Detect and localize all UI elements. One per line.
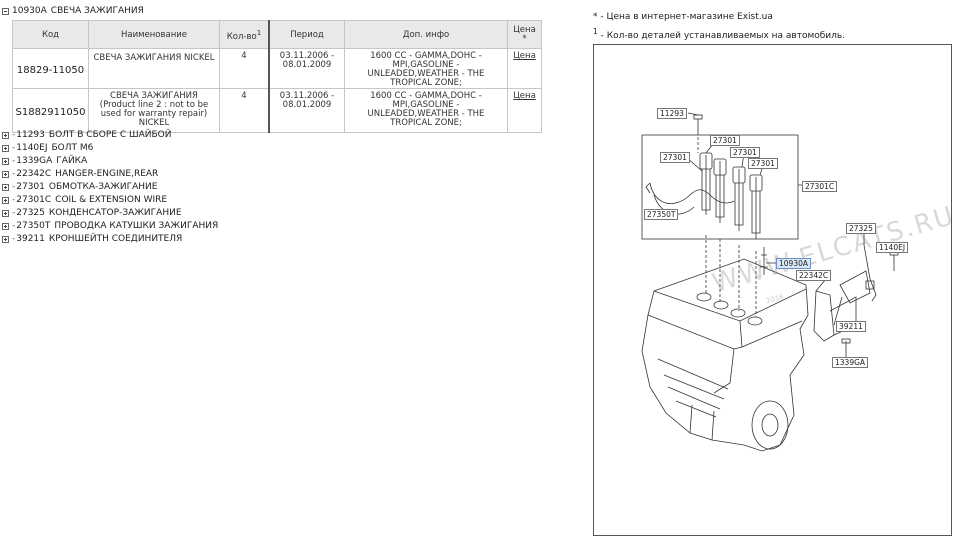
tree-item-name: КОНДЕНСАТОР-ЗАЖИГАНИЕ: [48, 208, 182, 218]
callout-11293[interactable]: 11293: [657, 108, 687, 119]
tree-header-code: 10930A: [12, 6, 47, 16]
row-period: 03.11.2006 - 08.01.2009: [268, 88, 345, 133]
table-row: S1882911050 СВЕЧА ЗАЖИГАНИЯ (Product lin…: [12, 88, 542, 133]
callout-39211[interactable]: 39211: [836, 321, 866, 332]
engine-drawing: [641, 112, 899, 452]
callout-27301[interactable]: 27301: [710, 135, 740, 146]
expand-icon[interactable]: [2, 235, 9, 243]
tree-item-name: HANGER-ENGINE,REAR: [55, 169, 159, 179]
callout-10930a[interactable]: 10930A: [776, 258, 811, 269]
table-header-row: Код Наименование Кол-во1 Период Доп. инф…: [12, 20, 542, 49]
tree-item-name: КРОНШЕЙТН СОЕДИНИТЕЛЯ: [48, 234, 183, 244]
callout-1140ej[interactable]: 1140EJ: [876, 242, 909, 253]
collapse-icon[interactable]: [2, 7, 9, 15]
expand-icon[interactable]: [2, 209, 9, 217]
col-name-header: Наименование: [88, 20, 220, 49]
qty-note-mark: 1: [593, 27, 598, 36]
expand-icon[interactable]: [2, 183, 9, 191]
expand-icon[interactable]: [2, 170, 9, 178]
tree-item-code: 27301C: [16, 195, 52, 205]
tree-item-name: ГАЙКА: [56, 156, 88, 166]
row-qty: 4: [219, 88, 270, 133]
tree-item-code: 27325: [16, 208, 45, 218]
callout-27350t[interactable]: 27350T: [644, 209, 679, 220]
tree-item-code: 27301: [16, 182, 45, 192]
callout-22342c[interactable]: 22342C: [796, 270, 832, 281]
row-price-cell: Цена: [507, 88, 542, 133]
tree-item-code: 39211: [16, 234, 45, 244]
tree-item-name: ПРОВОДКА КАТУШКИ ЗАЖИГАНИЯ: [54, 221, 219, 231]
callout-27301[interactable]: 27301: [660, 152, 690, 163]
tree-header-title: СВЕЧА ЗАЖИГАНИЯ: [50, 6, 144, 16]
callout-27301[interactable]: 27301: [730, 147, 760, 158]
col-price-label: Цена: [513, 24, 536, 35]
col-qty-label: Кол-во: [226, 31, 257, 42]
expand-icon[interactable]: [2, 144, 9, 152]
expand-icon[interactable]: [2, 222, 9, 230]
price-note-text: - Цена в интернет-магазине Exist.ua: [600, 12, 773, 22]
parts-diagram: WWW.ELCATS.RU 2016 11293 27301 27301 273…: [593, 44, 959, 536]
row-info: 1600 CC - GAMMA,DOHC - MPI,GASOLINE - UN…: [344, 88, 508, 133]
callout-27301[interactable]: 27301: [748, 158, 778, 169]
tree-item-name: COIL & EXTENSION WIRE: [55, 195, 168, 205]
table-row: 18829-11050 СВЕЧА ЗАЖИГАНИЯ NICKEL 4 03.…: [12, 48, 542, 89]
tree-item-code: 1339GA: [16, 156, 53, 166]
row-price-cell: Цена: [507, 48, 542, 89]
tree-item-name: ОБМОТКА-ЗАЖИГАНИЕ: [48, 182, 158, 192]
col-code-header: Код: [12, 20, 89, 49]
tree-item-name: БОЛТ M6: [51, 143, 94, 153]
row-code: 18829-11050: [12, 48, 89, 89]
qty-note-text: - Кол-во деталей устанавливаемых на авто…: [600, 31, 846, 41]
price-link[interactable]: Цена: [513, 51, 536, 61]
callout-27325[interactable]: 27325: [846, 223, 876, 234]
tree-item-code: 11293: [16, 130, 45, 140]
col-price-header: Цена*: [507, 20, 542, 49]
tree-item-name: БОЛТ В СБОРЕ С ШАЙБОЙ: [48, 130, 172, 140]
tree-item-code: 22342C: [16, 169, 52, 179]
price-note-mark: *: [593, 12, 598, 22]
callout-1339ga[interactable]: 1339GA: [832, 357, 869, 368]
expand-icon[interactable]: [2, 196, 9, 204]
callout-27301c[interactable]: 27301C: [802, 181, 838, 192]
parts-table: Код Наименование Кол-во1 Период Доп. инф…: [12, 20, 542, 133]
row-name: СВЕЧА ЗАЖИГАНИЯ NICKEL: [88, 48, 220, 89]
price-link[interactable]: Цена: [513, 91, 536, 101]
expand-icon[interactable]: [2, 131, 9, 139]
tree-item-code: 27350T: [16, 221, 51, 231]
tree-item-code: 1140EJ: [16, 143, 48, 153]
row-period: 03.11.2006 - 08.01.2009: [268, 48, 345, 89]
row-qty: 4: [219, 48, 270, 89]
tree-header[interactable]: 10930A СВЕЧА ЗАЖИГАНИЯ: [2, 5, 144, 17]
row-name: СВЕЧА ЗАЖИГАНИЯ (Product line 2 : not to…: [88, 88, 220, 133]
price-note: * - Цена в интернет-магазине Exist.ua: [593, 12, 773, 22]
col-period-header: Период: [268, 20, 345, 49]
row-code: S1882911050: [12, 88, 89, 133]
col-qty-sup: 1: [256, 27, 262, 37]
expand-icon[interactable]: [2, 157, 9, 165]
col-info-header: Доп. инфо: [344, 20, 508, 49]
engine-block-outline: [641, 258, 809, 452]
col-qty-header: Кол-во1: [219, 20, 270, 49]
row-info: 1600 CC - GAMMA,DOHC - MPI,GASOLINE - UN…: [344, 48, 508, 89]
qty-note: 1 - Кол-во деталей устанавливаемых на ав…: [593, 27, 845, 41]
col-price-sup: *: [522, 33, 527, 44]
